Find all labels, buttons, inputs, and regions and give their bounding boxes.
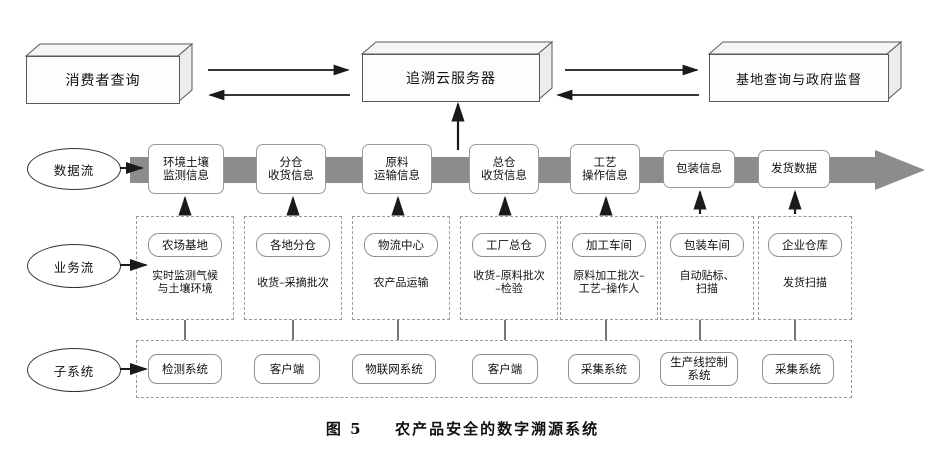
biz-desc-5-line1: 自动贴标、 xyxy=(679,269,735,282)
biz-desc-3-line1: 收货–原料批次 xyxy=(473,269,545,282)
biz-group-3 xyxy=(460,216,558,320)
biz-title-2[interactable]: 物流中心 xyxy=(364,233,438,257)
biz-desc-4-line2: 工艺–操作人 xyxy=(578,282,640,295)
data-node-0-line1: 环境土壤 xyxy=(163,154,209,169)
sub-node-0[interactable]: 检测系统 xyxy=(148,354,222,384)
data-node-0-line2: 监测信息 xyxy=(163,168,209,182)
sub-node-6-text: 采集系统 xyxy=(775,361,821,376)
biz-group-0 xyxy=(136,216,234,320)
data-node-1-line1: 分仓 xyxy=(279,154,303,169)
data-node-5[interactable]: 包装信息 xyxy=(663,150,735,188)
biz-desc-3-line2: –检验 xyxy=(495,282,523,295)
sub-node-2-text: 物联网系统 xyxy=(365,361,423,376)
data-node-2[interactable]: 原料 运输信息 xyxy=(362,144,432,194)
node-consumer-query: 消费者查询 xyxy=(24,42,194,104)
node-cloud-server-label: 追溯云服务器 xyxy=(362,54,540,102)
data-node-3-line2: 收货信息 xyxy=(481,168,527,182)
biz-title-0-text: 农场基地 xyxy=(162,238,208,252)
biz-title-1-text: 各地分仓 xyxy=(270,238,316,252)
data-node-4-line2: 操作信息 xyxy=(582,168,628,182)
lane-label-subsystem-text: 子系统 xyxy=(53,363,95,379)
figure-caption: 图 5 农产品安全的数字溯源系统 xyxy=(0,418,925,439)
biz-title-4[interactable]: 加工车间 xyxy=(572,233,646,257)
biz-desc-2: 农产品运输 xyxy=(352,276,450,289)
sub-node-1[interactable]: 客户端 xyxy=(254,354,320,384)
biz-title-2-text: 物流中心 xyxy=(378,238,424,252)
figure-caption-text: 农产品安全的数字溯源系统 xyxy=(395,420,600,438)
sub-node-3-text: 客户端 xyxy=(487,361,523,376)
data-node-1[interactable]: 分仓 收货信息 xyxy=(256,144,326,194)
data-node-4-line1: 工艺 xyxy=(593,154,617,169)
lane-label-data-flow: 数据流 xyxy=(27,148,121,190)
biz-title-6-text: 企业仓库 xyxy=(782,238,828,252)
data-node-5-line1: 包装信息 xyxy=(676,161,722,176)
lane-label-data-flow-text: 数据流 xyxy=(53,162,95,178)
biz-title-6[interactable]: 企业仓库 xyxy=(768,233,842,257)
biz-desc-2-line1: 农产品运输 xyxy=(373,276,429,289)
biz-desc-4: 原料加工批次– 工艺–操作人 xyxy=(560,269,658,295)
node-base-gov-supervision: 基地查询与政府监督 xyxy=(707,40,903,102)
lane-label-business-flow: 业务流 xyxy=(27,244,121,288)
biz-desc-5: 自动贴标、 扫描 xyxy=(660,269,754,295)
data-node-2-line2: 运输信息 xyxy=(374,168,420,182)
data-node-4[interactable]: 工艺 操作信息 xyxy=(570,144,640,194)
biz-title-5-text: 包装车间 xyxy=(684,238,730,252)
sub-node-5-line2: 系统 xyxy=(687,368,711,382)
biz-desc-0: 实时监测气候 与土壤环境 xyxy=(136,269,234,295)
data-node-1-line2: 收货信息 xyxy=(268,168,314,182)
biz-group-2 xyxy=(352,216,450,320)
biz-group-1 xyxy=(244,216,342,320)
data-node-3-line1: 总仓 xyxy=(492,154,516,169)
data-node-6[interactable]: 发货数据 xyxy=(758,150,830,188)
sub-node-6[interactable]: 采集系统 xyxy=(762,354,834,384)
biz-group-4 xyxy=(560,216,658,320)
biz-desc-4-line1: 原料加工批次– xyxy=(573,269,645,282)
biz-title-3[interactable]: 工厂总仓 xyxy=(472,233,546,257)
node-cloud-server: 追溯云服务器 xyxy=(360,40,554,102)
biz-title-1[interactable]: 各地分仓 xyxy=(256,233,330,257)
biz-group-5 xyxy=(660,216,754,320)
biz-title-0[interactable]: 农场基地 xyxy=(148,233,222,257)
data-node-3[interactable]: 总仓 收货信息 xyxy=(469,144,539,194)
biz-desc-6: 发货扫描 xyxy=(758,276,852,289)
figure-caption-number: 图 5 xyxy=(325,420,363,438)
data-node-0[interactable]: 环境土壤 监测信息 xyxy=(148,144,224,194)
biz-title-3-text: 工厂总仓 xyxy=(486,238,532,252)
biz-title-5[interactable]: 包装车间 xyxy=(670,233,744,257)
sub-node-1-text: 客户端 xyxy=(269,361,305,376)
biz-desc-3: 收货–原料批次 –检验 xyxy=(460,269,558,295)
sub-node-4[interactable]: 采集系统 xyxy=(568,354,640,384)
sub-node-5[interactable]: 生产线控制 系统 xyxy=(660,352,738,386)
biz-desc-0-line1: 实时监测气候 xyxy=(152,269,218,282)
sub-node-0-text: 检测系统 xyxy=(162,361,208,376)
biz-title-4-text: 加工车间 xyxy=(586,238,632,252)
lane-label-subsystem: 子系统 xyxy=(27,348,121,392)
biz-desc-1-line1: 收货–采摘批次 xyxy=(257,276,329,289)
sub-node-4-text: 采集系统 xyxy=(581,361,627,376)
biz-desc-0-line2: 与土壤环境 xyxy=(157,282,213,295)
data-node-6-line1: 发货数据 xyxy=(771,161,817,176)
lane-label-business-flow-text: 业务流 xyxy=(53,259,95,275)
biz-desc-6-line1: 发货扫描 xyxy=(783,276,827,289)
biz-desc-1: 收货–采摘批次 xyxy=(244,276,342,289)
sub-node-3[interactable]: 客户端 xyxy=(472,354,538,384)
sub-node-2[interactable]: 物联网系统 xyxy=(352,354,436,384)
node-consumer-query-label: 消费者查询 xyxy=(26,56,180,104)
biz-group-6 xyxy=(758,216,852,320)
sub-node-5-line1: 生产线控制 xyxy=(670,355,728,369)
node-base-gov-supervision-label: 基地查询与政府监督 xyxy=(709,54,889,102)
data-node-2-line1: 原料 xyxy=(385,154,409,169)
biz-desc-5-line2: 扫描 xyxy=(696,282,718,295)
